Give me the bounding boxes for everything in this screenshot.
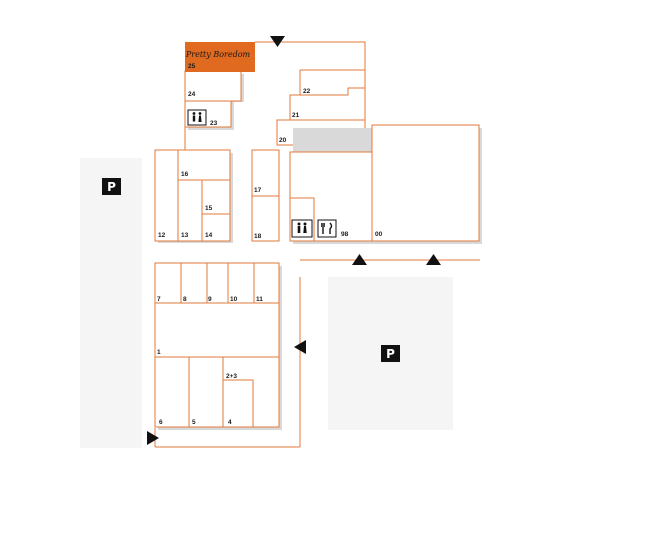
unit-label-12: 12	[158, 232, 166, 239]
unit-label-21: 21	[292, 112, 300, 119]
unit-label-14: 14	[205, 232, 213, 239]
restaurant-icon	[317, 219, 337, 238]
parking-sign-left-label: P	[107, 180, 116, 194]
unit-label-23: 23	[210, 120, 218, 127]
parking-sign-right: P	[381, 345, 400, 362]
block-stepped: 22 21 20	[276, 69, 365, 146]
unit-label-1: 1	[157, 349, 161, 356]
parking-sign-left: P	[102, 178, 121, 195]
store-unit-11[interactable]	[253, 262, 280, 304]
entrance-arrow-icon	[270, 36, 285, 47]
unit-label-25: 25	[188, 63, 196, 70]
store-unit-5[interactable]	[188, 356, 224, 428]
entrance-arrow-icon	[426, 254, 441, 265]
unit-label-8: 8	[183, 296, 187, 303]
store-unit-10[interactable]	[227, 262, 255, 304]
parking-sign-right-label: P	[386, 347, 395, 361]
block-12-16: 16 15 12 13 14	[154, 149, 233, 243]
unit-label-20: 20	[279, 137, 287, 144]
unit-label-16: 16	[181, 171, 189, 178]
unit-label-10: 10	[230, 296, 238, 303]
restroom-icon	[291, 219, 313, 238]
unit-label-9: 9	[208, 296, 212, 303]
entrance-arrow-icon	[352, 254, 367, 265]
unit-label-6: 6	[159, 419, 163, 426]
block-lower: 7 8 9 10 11 1 2+3 6 5 4	[154, 262, 282, 430]
store-unit-4[interactable]	[222, 379, 254, 428]
unit-label-5: 5	[192, 419, 196, 426]
store-unit-15[interactable]	[201, 179, 231, 215]
unit-label-17: 17	[254, 187, 262, 194]
store-unit-6[interactable]	[154, 356, 190, 428]
unit-label-11: 11	[256, 296, 263, 303]
walkway-lines	[154, 41, 480, 448]
block-upper-left: Pretty Boredom 25 24 23	[184, 42, 255, 150]
entrance-arrow-icon	[147, 431, 159, 445]
parking-area-left	[80, 158, 142, 448]
unit-label-18: 18	[254, 233, 262, 240]
block-17-18: 17 18	[251, 149, 280, 242]
entrance-arrow-icon	[294, 340, 306, 354]
unit-label-2-3: 2+3	[226, 373, 237, 380]
unit-label-7: 7	[157, 296, 161, 303]
unit-label-98: 98	[341, 231, 349, 238]
store-unit-17[interactable]	[251, 149, 280, 197]
highlighted-store-name: Pretty Boredom	[185, 50, 251, 59]
unit-label-22: 22	[303, 88, 311, 95]
store-unit-12[interactable]	[154, 149, 179, 242]
unit-label-4: 4	[228, 419, 232, 426]
store-unit-8[interactable]	[180, 262, 208, 304]
store-unit-00[interactable]	[371, 124, 480, 242]
store-unit-14[interactable]	[201, 213, 231, 242]
unit-label-24: 24	[188, 91, 196, 98]
unit-label-15: 15	[205, 205, 213, 212]
store-unit-18[interactable]	[251, 195, 280, 242]
block-98-00: 98 00	[289, 124, 482, 244]
store-unit-1[interactable]	[154, 302, 280, 358]
unit-label-00: 00	[375, 231, 383, 238]
unit-label-13: 13	[181, 232, 189, 239]
store-unit-25-highlighted[interactable]	[185, 42, 255, 72]
store-unit-16[interactable]	[177, 149, 231, 181]
restroom-icon	[187, 109, 207, 126]
